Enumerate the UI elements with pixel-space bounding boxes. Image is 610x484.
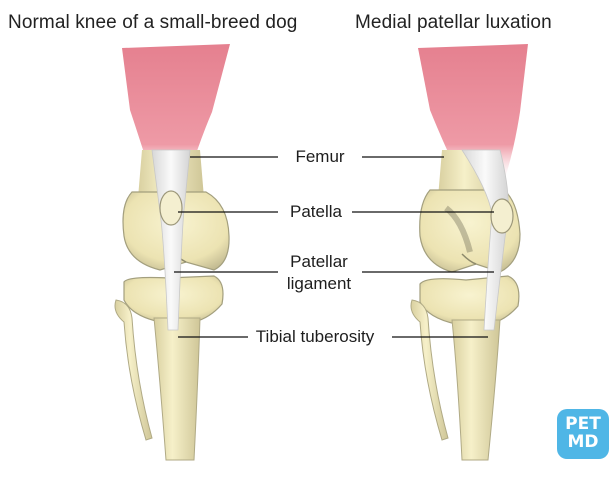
petmd-logo: PET MD (557, 409, 609, 459)
label-femur: Femur (295, 146, 344, 168)
tibia-shaft-right (452, 320, 500, 460)
logo-line1: PET (557, 415, 609, 433)
normal-knee (115, 44, 230, 460)
label-ligament-line2: ligament (287, 273, 351, 295)
fibula-right (411, 300, 448, 440)
tibia-plateau-right (420, 276, 519, 324)
tibia-shaft-left (154, 318, 200, 460)
luxated-knee (411, 44, 528, 460)
label-tibial-tuberosity: Tibial tuberosity (256, 326, 374, 348)
label-patellar-ligament: Patellar ligament (287, 251, 351, 295)
label-ligament-line1: Patellar (287, 251, 351, 273)
fibula-left (115, 300, 152, 440)
logo-line2: MD (557, 433, 609, 451)
label-patella: Patella (290, 201, 342, 223)
patella-left (160, 191, 182, 225)
patella-right (491, 199, 513, 233)
